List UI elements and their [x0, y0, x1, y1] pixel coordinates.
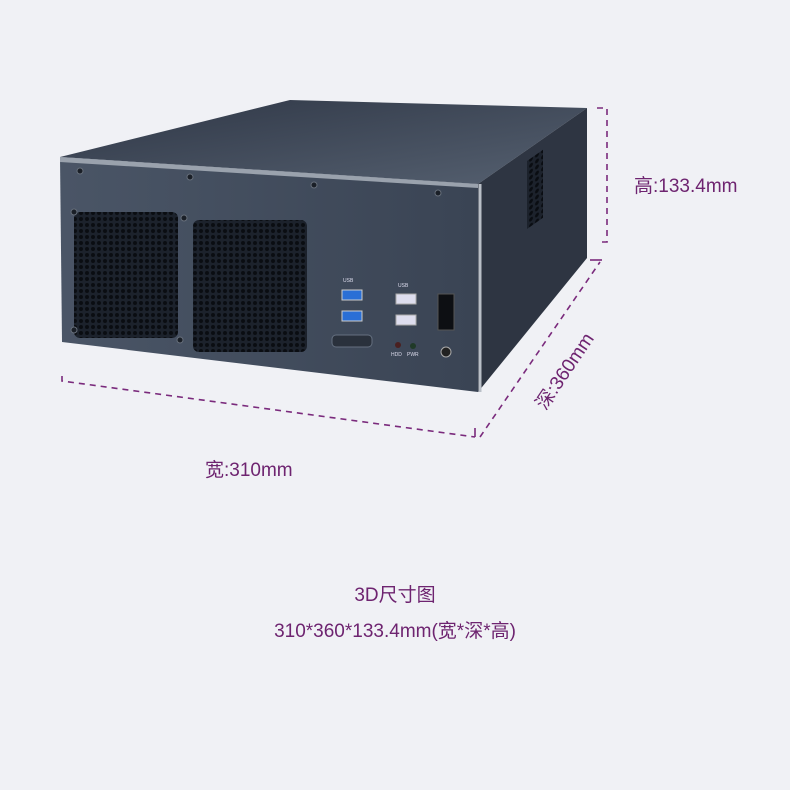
chassis: [60, 100, 587, 392]
screws: [70, 167, 442, 344]
power-switch: [437, 293, 455, 331]
fan-grill-left: [74, 212, 178, 338]
depth-dimension-line: [479, 261, 601, 438]
caption-subtitle: 310*360*133.4mm(宽*深*高): [274, 621, 516, 642]
fan-grill-right: [193, 220, 307, 352]
usb-ports: [341, 289, 417, 326]
com-port: [331, 334, 373, 348]
height-dimension-line: [597, 107, 608, 243]
usb-label-left: USB: [343, 278, 354, 284]
hdd-led: [395, 342, 401, 348]
height-label: 高:133.4mm: [634, 176, 738, 197]
width-label: 宽:310mm: [205, 460, 293, 481]
power-button: [440, 346, 452, 358]
hdd-label: HDD: [391, 352, 402, 358]
pwr-led: [410, 343, 416, 349]
side-vent-top: [527, 149, 543, 229]
dimension-lines: [61, 107, 608, 438]
width-dimension-line: [61, 376, 476, 438]
chassis-side: [478, 108, 587, 392]
usb-label-right: USB: [398, 283, 409, 289]
front-top-trim: [60, 157, 478, 188]
pwr-label: PWR: [407, 352, 419, 358]
chassis-top: [60, 100, 587, 184]
caption-title: 3D尺寸图: [354, 585, 436, 606]
